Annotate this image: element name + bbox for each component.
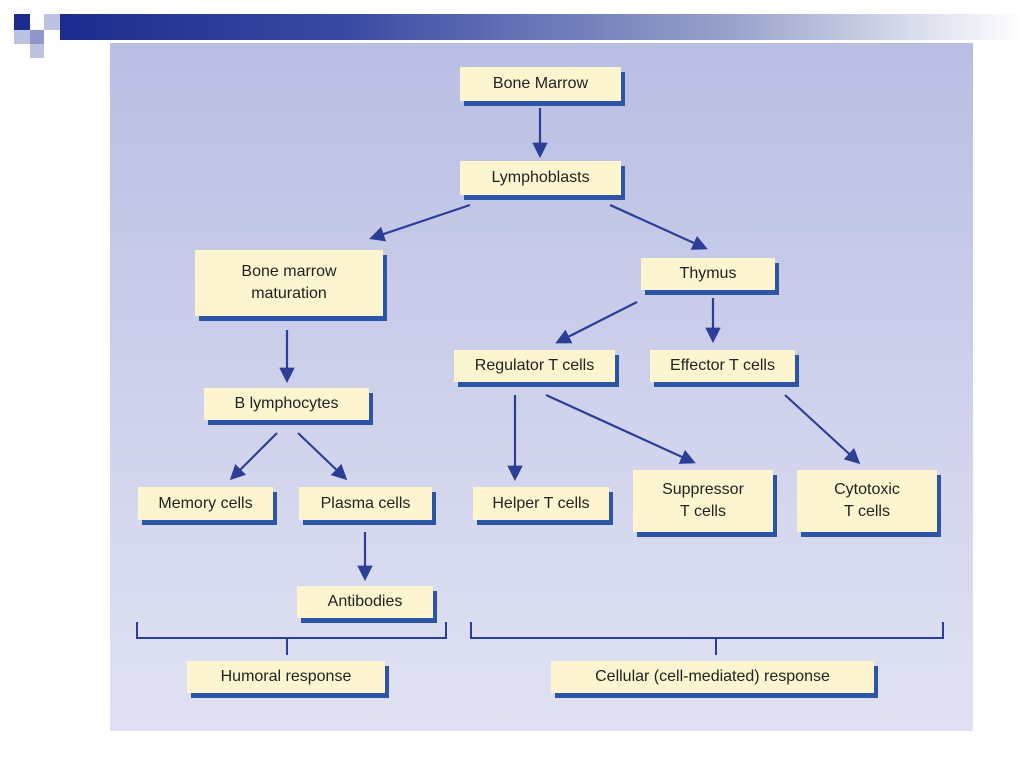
node-label: Thymus (679, 265, 737, 283)
node-thymus: Thymus (641, 258, 775, 290)
arrow-effector-cytotoxic (784, 394, 861, 465)
node-bone-marrow-maturation: Bone marrow maturation (195, 250, 383, 316)
bracket-cellular (470, 622, 944, 655)
node-label: Suppressor T cells (662, 481, 744, 520)
arrow-thymus-regulator (555, 301, 638, 344)
node-b-lymphocytes: B lymphocytes (204, 388, 369, 420)
bracket-humoral (136, 622, 447, 655)
decor-square-1 (14, 14, 30, 30)
arrow-regulator-suppressor (545, 393, 696, 464)
node-helper-t-cells: Helper T cells (473, 487, 609, 520)
node-label: Regulator T cells (474, 357, 595, 375)
node-label: Cytotoxic T cells (834, 481, 900, 520)
node-label: Humoral response (220, 668, 352, 686)
node-label: Helper T cells (492, 494, 590, 512)
node-label: Bone marrow maturation (241, 263, 337, 302)
node-humoral-response: Humoral response (187, 661, 385, 693)
arrow-lymphoblasts-maturation (369, 203, 471, 242)
node-label: Cellular (cell-mediated) response (595, 668, 830, 686)
decor-square-4 (14, 30, 30, 44)
node-cytotoxic-t-cells: Cytotoxic T cells (797, 470, 937, 532)
decor-square-2 (30, 14, 44, 28)
title-bar (60, 14, 1024, 40)
node-label: Memory cells (158, 494, 253, 512)
arrow-blymphocytes-plasma (297, 432, 348, 481)
node-lymphoblasts: Lymphoblasts (460, 161, 621, 195)
node-antibodies: Antibodies (297, 586, 433, 618)
decor-square-3 (44, 14, 60, 30)
node-label: Lymphoblasts (491, 169, 590, 187)
node-label: Bone Marrow (492, 75, 589, 93)
node-label: Effector T cells (670, 357, 775, 375)
node-suppressor-t-cells: Suppressor T cells (633, 470, 773, 532)
node-regulator-t-cells: Regulator T cells (454, 350, 615, 382)
node-plasma-cells: Plasma cells (299, 487, 432, 520)
node-effector-t-cells: Effector T cells (650, 350, 795, 382)
node-label: Antibodies (327, 593, 403, 611)
decor-square-6 (30, 44, 44, 58)
node-label: B lymphocytes (234, 395, 339, 413)
decor-square-5 (30, 30, 44, 44)
node-label: Plasma cells (320, 494, 411, 512)
arrow-blymphocytes-memory (229, 432, 278, 481)
node-cellular-response: Cellular (cell-mediated) response (551, 661, 874, 693)
node-bone-marrow: Bone Marrow (460, 67, 621, 101)
node-memory-cells: Memory cells (138, 487, 273, 520)
arrow-lymphoblasts-thymus (609, 203, 708, 250)
